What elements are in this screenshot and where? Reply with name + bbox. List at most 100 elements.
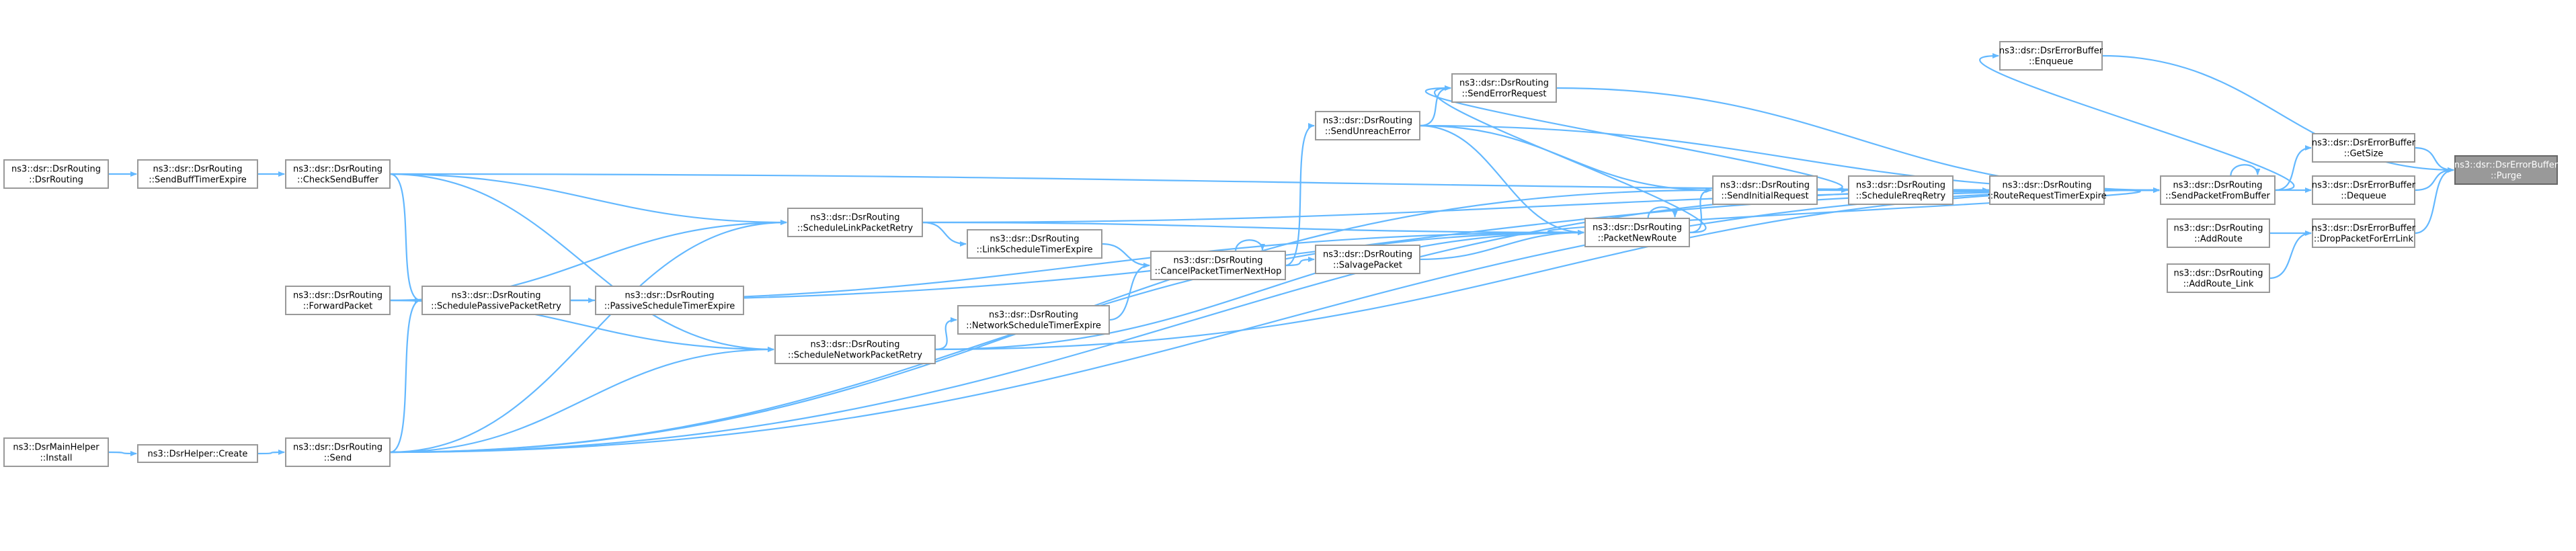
nodes-layer: ns3::dsr::DsrErrorBuffer::Purgens3::dsr:… [3,41,2559,467]
node-label-line: ::GetSize [2344,149,2384,159]
edge-checksendbuf-to-schedpassive [389,173,421,303]
node-box [957,305,1110,335]
node-label-line: ::NetworkScheduleTimerExpire [966,321,1101,331]
node-box [1989,175,2105,205]
node-label-line: ns3::dsr::DsrErrorBuffer [2454,161,2559,171]
node-label-line: ::SendErrorRequest [1462,89,1547,99]
node-label-line: ns3::dsr::DsrRouting [2003,181,2092,191]
node-label-line: ::PassiveScheduleTimerExpire [604,302,735,312]
node-box [1584,218,1690,247]
node-sendpktfrombuf[interactable]: ns3::dsr::DsrRouting::SendPacketFromBuff… [2160,175,2276,205]
node-label-line: ::ScheduleNetworkPacketRetry [788,351,922,361]
node-label-line: ::Enqueue [2029,57,2073,67]
node-label-line: ::Dequeue [2341,192,2386,202]
edge-schednetretry-to-packetnewroute [934,230,1584,351]
edge-addroutelink-to-dropforerr [2269,230,2312,280]
node-label-line: ::PacketNewRoute [1598,234,1677,244]
node-label-line: ns3::dsr::DsrRouting [452,291,541,301]
node-mainhelper[interactable]: ns3::DsrMainHelper::Install [3,437,109,467]
node-box [2167,218,2270,248]
node-checksendbuf[interactable]: ns3::dsr::DsrRouting::CheckSendBuffer [285,159,391,189]
edge-schedlinkretry-to-linkschedtimer [922,221,967,247]
node-send[interactable]: ns3::dsr::DsrRouting::Send [285,437,391,467]
node-sendbufftimer[interactable]: ns3::dsr::DsrRouting::SendBuffTimerExpir… [137,159,258,189]
node-sendinitreq[interactable]: ns3::dsr::DsrRouting::SendInitialRequest [1712,175,1818,205]
node-label-line: ::ScheduleLinkPacketRetry [797,224,914,234]
node-label-line: ns3::dsr::DsrRouting [1323,116,1412,126]
node-senderrreq[interactable]: ns3::dsr::DsrRouting::SendErrorRequest [1451,73,1557,103]
node-label-line: ns3::dsr::DsrRouting [11,165,101,175]
node-label-line: ns3::DsrMainHelper [13,443,99,453]
node-label-line: ::ForwardPacket [303,302,373,312]
node-box [1999,41,2103,71]
node-label-line: ns3::dsr::DsrRouting [990,235,1080,245]
node-sendunreach[interactable]: ns3::dsr::DsrRouting::SendUnreachError [1315,111,1420,140]
node-dequeue[interactable]: ns3::dsr::DsrErrorBuffer::Dequeue [2312,175,2416,205]
node-getsize[interactable]: ns3::dsr::DsrErrorBuffer::GetSize [2312,133,2416,163]
node-box [2167,263,2270,293]
node-netschedtimer[interactable]: ns3::dsr::DsrRouting::NetworkScheduleTim… [957,305,1110,335]
node-box [3,159,109,189]
edge-getsize-to-purge [2414,146,2454,173]
node-box [2312,175,2415,205]
node-dsrrouting[interactable]: ns3::dsr::DsrRouting::DsrRouting [3,159,109,189]
edge-cancelnexthop-to-sendunreach [1285,123,1315,267]
node-label-line: ::ScheduleRreqRetry [1856,192,1946,202]
node-label-line: ns3::dsr::DsrRouting [625,291,715,301]
node-box [2454,155,2558,185]
edge-helpercreate-to-send [257,450,285,456]
node-label-line: ns3::dsr::DsrRouting [811,213,900,223]
node-dropforerr[interactable]: ns3::dsr::DsrErrorBuffer::DropPacketForE… [2312,218,2416,248]
node-label-line: ::SalvagePacket [1333,261,1402,271]
node-box [595,286,744,315]
edge-schednetretry-to-sendpktfrombuf [934,187,2160,351]
node-addroutelink[interactable]: ns3::dsr::DsrRouting::AddRoute_Link [2167,263,2270,293]
node-label-line: ::Send [324,454,352,464]
node-forwardpkt[interactable]: ns3::dsr::DsrRouting::ForwardPacket [285,286,391,315]
node-label-line: ns3::dsr::DsrErrorBuffer [2312,181,2416,191]
node-label-line: ns3::dsr::DsrErrorBuffer [2312,138,2416,149]
node-schedlinkretry[interactable]: ns3::dsr::DsrRouting::ScheduleLinkPacket… [787,208,923,237]
node-box [1315,111,1420,140]
node-addroute[interactable]: ns3::dsr::DsrRouting::AddRoute [2167,218,2270,248]
node-label-line: ns3::dsr::DsrRouting [811,340,900,350]
node-passivetimer[interactable]: ns3::dsr::DsrRouting::PassiveScheduleTim… [595,286,744,315]
node-linkschedtimer[interactable]: ns3::dsr::DsrRouting::LinkScheduleTimerE… [967,229,1102,259]
node-helpercreate[interactable]: ns3::DsrHelper::Create [137,444,258,463]
node-routereqtimer[interactable]: ns3::dsr::DsrRouting::RouteRequestTimerE… [1987,175,2107,205]
edge-sendunreach-to-senderrreq [1419,85,1451,127]
node-label-line: ns3::dsr::DsrRouting [1720,181,1810,191]
edge-sendinitreq-to-senderrreq [1424,85,1843,192]
edge-routereqtimer-to-packetnewroute [1547,189,2141,235]
node-label-line: ns3::dsr::DsrRouting [293,291,383,301]
node-enqueue[interactable]: ns3::dsr::DsrErrorBuffer::Enqueue [1999,41,2103,71]
edge-cancelnexthop-to-salvage [1285,257,1315,267]
node-schedreqretry[interactable]: ns3::dsr::DsrRouting::ScheduleRreqRetry [1848,175,1954,205]
edge-linkschedtimer-to-cancelnexthop [1101,243,1150,268]
node-label-line: ns3::dsr::DsrRouting [293,443,383,453]
node-packetnewroute[interactable]: ns3::dsr::DsrRouting::PacketNewRoute [1584,218,1690,247]
node-box [137,159,258,189]
node-label-line: ::SendBuffTimerExpire [149,175,247,185]
node-box [285,159,391,189]
edge-send-to-schednetretry [389,347,774,454]
node-box [3,437,109,467]
node-salvage[interactable]: ns3::dsr::DsrRouting::SalvagePacket [1315,245,1420,274]
node-box [774,335,936,364]
edge-sendpktfrombuf-to-getsize [2274,145,2312,192]
edge-mainhelper-to-helpercreate [108,450,137,456]
node-label-line: ns3::dsr::DsrRouting [1459,79,1549,89]
node-label-line: ns3::dsr::DsrRouting [1856,181,1945,191]
node-schedpassive[interactable]: ns3::dsr::DsrRouting::SchedulePassivePac… [421,286,571,315]
node-label-line: ::SendInitialRequest [1721,192,1808,202]
node-box [1451,73,1557,103]
node-label-line: ns3::DsrHelper::Create [148,450,248,460]
edge-sendpktfrombuf-to-sendpktfrombuf [2230,164,2261,177]
node-cancelnexthop[interactable]: ns3::dsr::DsrRouting::CancelPacketTimerN… [1150,251,1286,280]
edge-schedpassive-to-packetnewroute [569,230,1584,302]
edge-packetnewroute-to-packetnewroute [1647,206,1678,219]
edge-sendunreach-to-sendinitreq [1419,124,1712,193]
node-schednetretry[interactable]: ns3::dsr::DsrRouting::ScheduleNetworkPac… [774,335,936,364]
node-label-line: ::DropPacketForErrLink [2314,235,2414,245]
node-purge[interactable]: ns3::dsr::DsrErrorBuffer::Purge [2454,155,2559,185]
